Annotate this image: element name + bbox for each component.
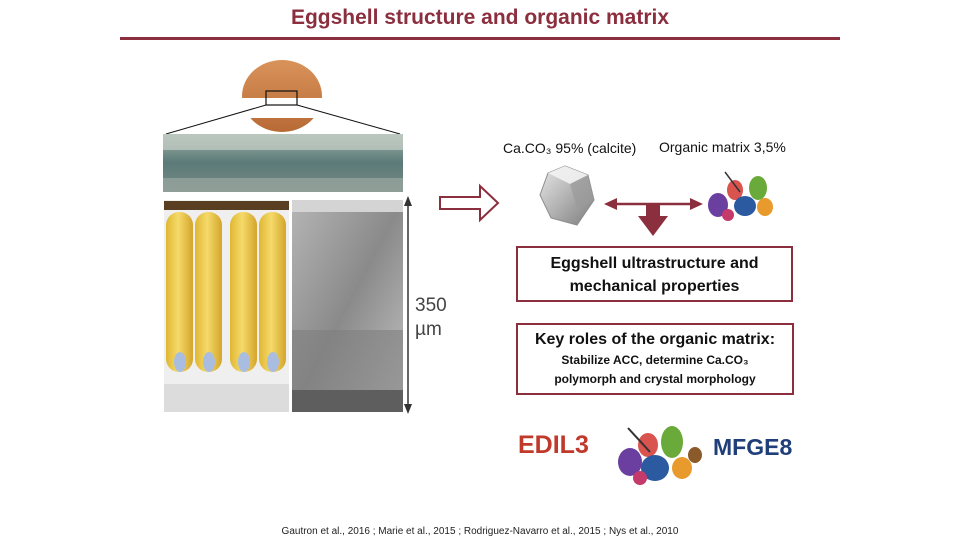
page-title: Eggshell structure and organic matrix <box>290 6 670 29</box>
eggshell-cross-section <box>163 134 403 192</box>
zoom-line-left <box>165 104 267 135</box>
eggshell-schematic <box>164 200 289 412</box>
organic-matrix-roles-box: Key roles of the organic matrix: Stabili… <box>516 323 794 395</box>
down-arrow <box>638 204 668 236</box>
scale-bar <box>404 196 412 414</box>
protein-cluster-icon-large <box>618 426 702 485</box>
calcite-label: Ca.CO₃ 95% (calcite) <box>503 140 637 156</box>
scale-value: 350 <box>415 295 447 316</box>
protein-cluster-icon <box>708 171 773 221</box>
gene-label-mfge8: MFGE8 <box>713 434 793 460</box>
roles-line-2: polymorph and crystal morphology <box>554 372 756 386</box>
citation: Gautron et al., 2016 ; Marie et al., 201… <box>281 526 679 537</box>
outline-arrow <box>439 183 500 223</box>
calcite-crystal-icon <box>539 165 595 226</box>
scale-label: 350 µm <box>415 294 447 342</box>
sem-micrograph <box>292 200 403 412</box>
ultrastructure-box: Eggshell ultrastructure and mechanical p… <box>516 246 793 302</box>
ultrastructure-line-2: mechanical properties <box>569 278 740 295</box>
roles-heading: Key roles of the organic matrix: <box>534 331 776 348</box>
zoom-line-right <box>296 104 401 135</box>
roles-line-1: Stabilize ACC, determine Ca.CO₃ <box>561 353 749 367</box>
scale-unit: µm <box>415 319 442 340</box>
title-underline <box>120 37 840 40</box>
ultrastructure-line-1: Eggshell ultrastructure and <box>550 255 759 272</box>
gene-label-edil3: EDIL3 <box>518 431 589 459</box>
organic-matrix-label: Organic matrix 3,5% <box>659 139 786 155</box>
egg-image <box>240 60 324 132</box>
